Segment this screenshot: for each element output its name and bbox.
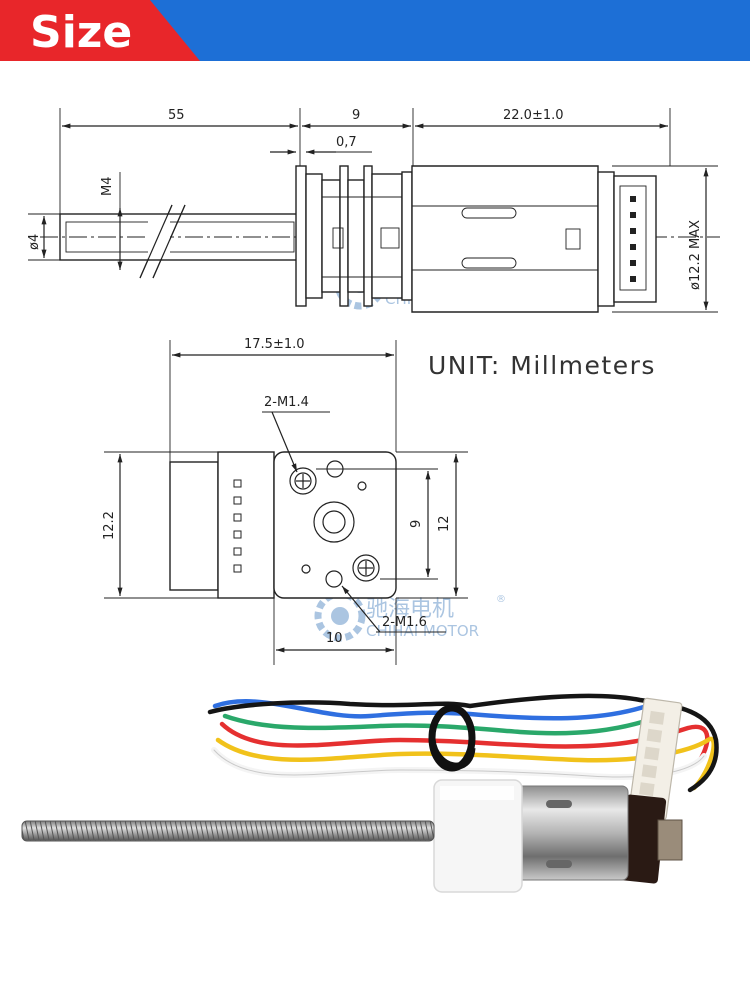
unit-label: UNIT: Millmeters bbox=[428, 351, 656, 380]
cable-tie bbox=[428, 704, 476, 772]
wire-blue bbox=[212, 699, 653, 721]
dim-shaft-diameter: ø4 bbox=[27, 234, 42, 250]
dim-motor-diameter: ø12.2 MAX bbox=[688, 220, 703, 290]
front-view: 17.5±1.0 12.2 12 9 10 2-M1.4 2-M1.6 bbox=[102, 337, 468, 665]
dim-overall-width: 17.5±1.0 bbox=[244, 337, 305, 352]
watermark-reg-2: ® bbox=[496, 594, 506, 605]
dim-gearbox-length: 9 bbox=[352, 108, 360, 123]
dim-thread: M4 bbox=[100, 177, 115, 197]
label-screw-top: 2-M1.4 bbox=[264, 395, 309, 410]
header-title-tab bbox=[0, 0, 200, 61]
dim-hole-spacing: 9 bbox=[409, 520, 424, 528]
threaded-rod bbox=[21, 820, 435, 842]
wire-red bbox=[219, 721, 710, 763]
dim-plate-height: 12 bbox=[437, 515, 452, 532]
watermark-front: 驰海电机 CHIHAI MOTOR ® bbox=[314, 590, 506, 642]
wire-yellow bbox=[215, 736, 716, 791]
dim-motor-length: 22.0±1.0 bbox=[503, 108, 564, 123]
header-banner: Size bbox=[0, 0, 750, 61]
label-screw-bottom: 2-M1.6 bbox=[382, 615, 427, 630]
watermark-en-2: CHIHAI MOTOR bbox=[366, 622, 479, 640]
wire-black bbox=[207, 693, 719, 793]
dim-shaft-length: 55 bbox=[168, 108, 185, 123]
dim-plate-width: 10 bbox=[326, 631, 343, 646]
product-photo bbox=[21, 693, 719, 893]
header-title: Size bbox=[30, 7, 132, 58]
dim-height: 12.2 bbox=[102, 511, 117, 540]
wire-green bbox=[222, 713, 658, 736]
dim-plate-thickness: 0,7 bbox=[336, 135, 357, 150]
encoder-board bbox=[618, 794, 667, 884]
side-view: 55 9 0,7 22.0±1.0 M4 ø4 ø12.2 MAX bbox=[27, 108, 720, 313]
motor-can bbox=[515, 785, 629, 881]
connector-housing bbox=[627, 697, 683, 821]
watermark-cn-2: 驰海电机 bbox=[366, 597, 454, 622]
